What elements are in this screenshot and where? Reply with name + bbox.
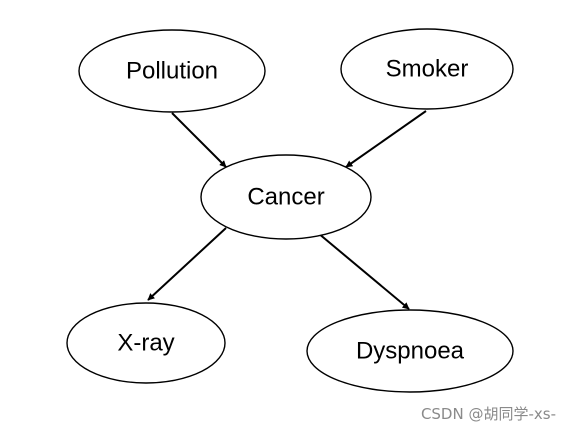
node-xray-label: X-ray [117,330,174,357]
edge-cancer-to-xray [147,227,227,301]
node-smoker-label: Smoker [386,56,469,83]
node-cancer-label: Cancer [247,184,324,211]
watermark: CSDN @胡同学-xs- [420,405,556,423]
node-cancer: Cancer [200,154,372,240]
node-xray: X-ray [66,302,226,384]
node-dyspnoea-ellipse [306,309,514,393]
node-pollution: Pollution [78,29,266,113]
node-smoker-ellipse [340,28,514,110]
node-pollution-label: Pollution [126,58,218,85]
node-dyspnoea: Dyspnoea [306,309,514,393]
edge-smoker-to-cancer [345,110,427,168]
node-dyspnoea-label: Dyspnoea [356,338,465,365]
node-xray-ellipse [66,302,226,384]
edges [147,110,427,310]
node-smoker: Smoker [340,28,514,110]
node-cancer-ellipse [200,154,372,240]
node-pollution-ellipse [78,29,266,113]
edge-cancer-to-dyspnoea [317,232,410,310]
edge-pollution-to-cancer [171,112,227,168]
